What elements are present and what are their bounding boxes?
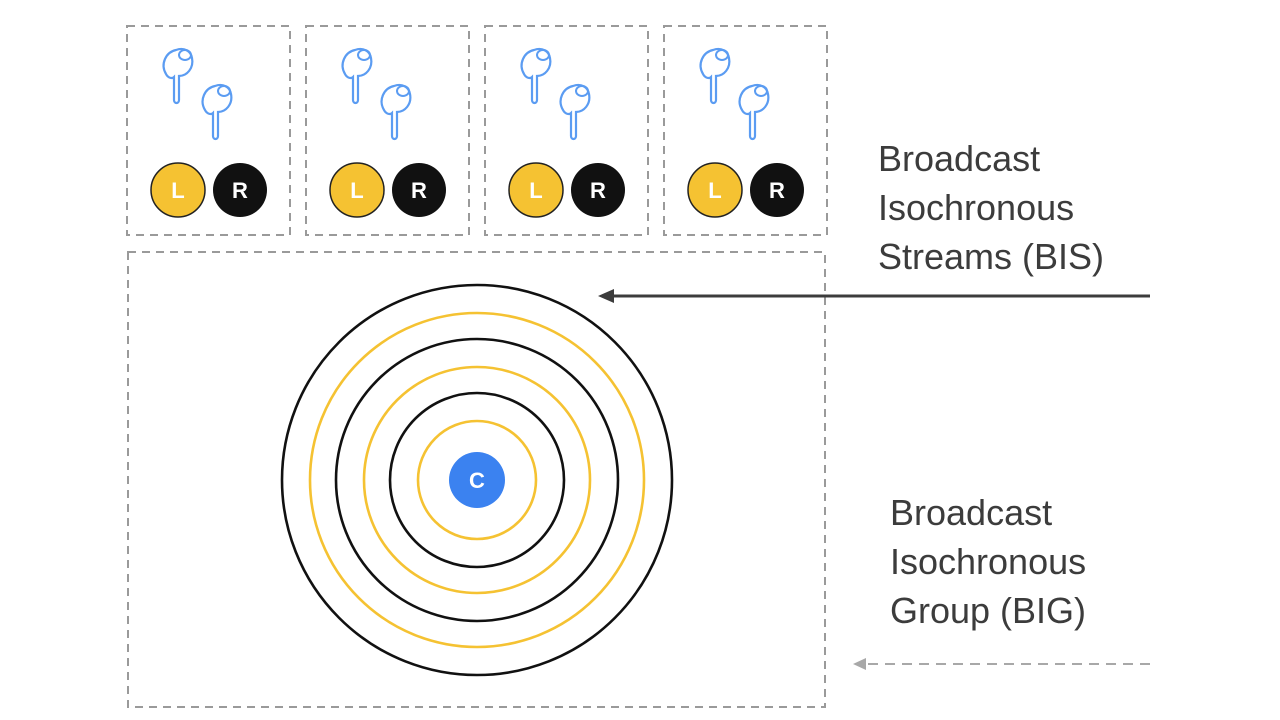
ring-yellow <box>308 311 646 649</box>
right-badge: R <box>750 163 804 217</box>
right-badge: R <box>392 163 446 217</box>
left-badge-label: L <box>529 178 542 203</box>
left-badge: L <box>150 162 206 218</box>
big-label-line-1: Broadcast <box>890 492 1053 533</box>
center-badge <box>449 452 505 508</box>
ring-yellow <box>362 365 592 595</box>
big-arrow <box>853 658 1150 670</box>
left-badge: L <box>687 162 743 218</box>
big-label-line-2: Isochronous <box>890 541 1087 582</box>
earbuds-icon <box>341 47 412 141</box>
ring-black <box>280 283 674 677</box>
earbuds-icon <box>162 47 233 141</box>
big-label: Broadcast Isochronous Group (BIG) <box>890 488 1086 635</box>
left-badge-label: L <box>708 178 721 203</box>
ring-black <box>334 337 620 623</box>
left-badge-label: L <box>171 178 184 203</box>
bis-label-line-2: Isochronous <box>878 187 1075 228</box>
bis-label: Broadcast Isochronous Streams (BIS) <box>878 134 1104 281</box>
right-badge-label: R <box>232 178 248 203</box>
left-badge: L <box>508 162 564 218</box>
earbuds-icon <box>520 47 591 141</box>
earbuds-icon <box>699 47 770 141</box>
right-badge-label: R <box>411 178 427 203</box>
bis-label-line-1: Broadcast <box>878 138 1041 179</box>
bis-label-line-3: Streams (BIS) <box>878 236 1105 277</box>
big-group-box <box>127 251 826 708</box>
left-badge-label: L <box>350 178 363 203</box>
ring-black <box>388 391 566 569</box>
center-badge-label: C <box>469 468 485 493</box>
right-badge-label: R <box>590 178 606 203</box>
left-badge: L <box>329 162 385 218</box>
bis-arrow <box>598 289 1150 303</box>
right-badge-label: R <box>769 178 785 203</box>
rings-group <box>280 283 674 677</box>
ring-yellow <box>416 419 538 541</box>
right-badge: R <box>571 163 625 217</box>
big-label-line-3: Group (BIG) <box>890 590 1087 631</box>
right-badge: R <box>213 163 267 217</box>
